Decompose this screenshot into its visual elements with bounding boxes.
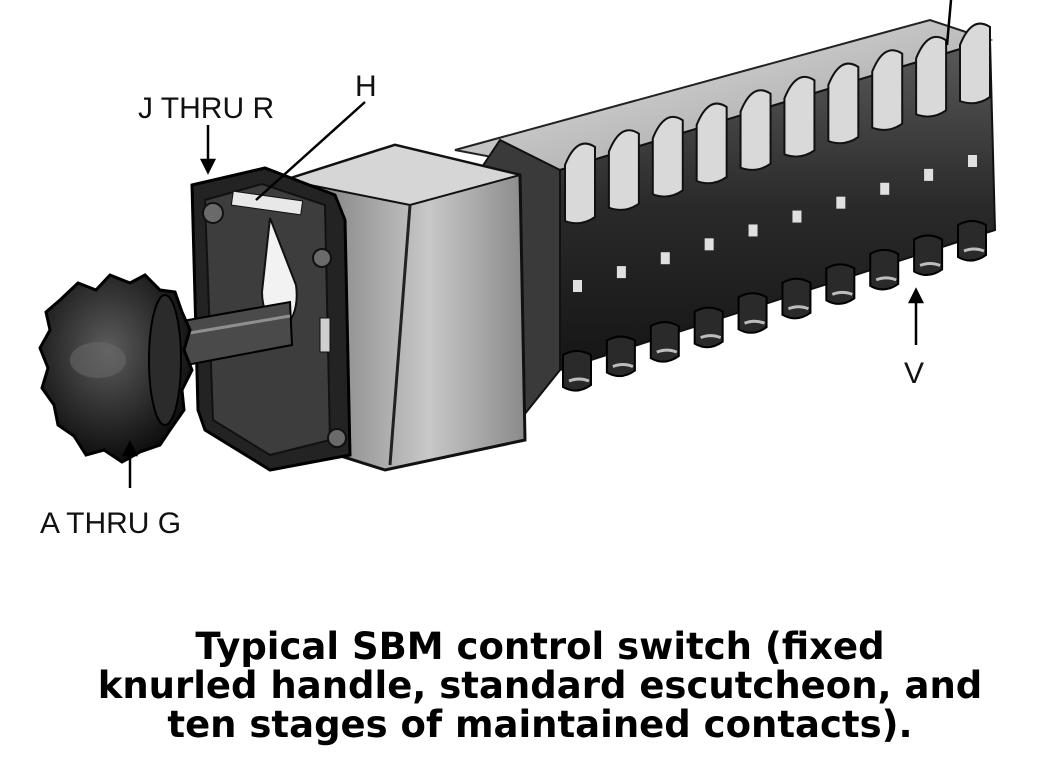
label-h: H [355,70,377,103]
figure-caption: Typical SBM control switch (fixed knurle… [60,627,1020,744]
contact-stage [913,35,948,276]
contact-stage [562,142,596,392]
contact-stages [562,22,991,392]
contact-stage [781,75,816,320]
contact-stage [649,115,684,363]
label-a-thru-g: A THRU G [40,507,181,540]
caption-line-3: ten stages of maintained contacts). [167,703,913,746]
callout-lines [121,0,953,488]
label-v: V [904,357,924,390]
label-j-thru-r: J THRU R [138,92,274,125]
contact-stage [869,49,904,291]
contact-stage [825,62,860,305]
caption-line-1: Typical SBM control switch (fixed [195,625,885,668]
contact-stage [693,102,728,349]
caption-line-2: knurled handle, standard escutcheon, and [97,664,983,707]
contact-stage [605,129,640,378]
contact-stage [957,22,991,262]
contact-stage [737,89,772,334]
knurled-handle-knob [38,273,194,464]
